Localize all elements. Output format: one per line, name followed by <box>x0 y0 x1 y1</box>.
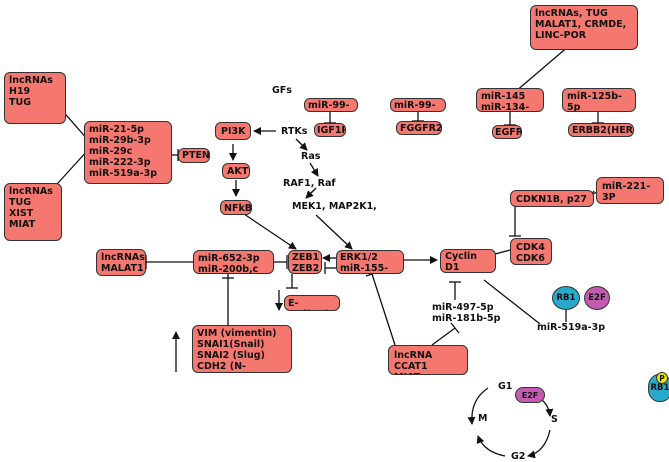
raf-label: RAF1, Raf <box>283 178 336 189</box>
lnc-ccat1-box: lncRNA CCAT1 MIAT <box>388 345 468 375</box>
mir497-181-label: miR-497-5p miR-181b-5p <box>432 302 501 324</box>
arrow-mek-erk <box>315 214 353 250</box>
arrow-ras-raf <box>309 162 319 177</box>
e2f-circle: E2F <box>584 286 610 310</box>
arc-s-g2 <box>527 429 551 459</box>
arrow-rtks-ras <box>295 138 308 151</box>
mir99-right-box: miR-99-5p <box>390 98 446 112</box>
rb1-circle: RB1 <box>552 286 580 310</box>
mir21-group-box: miR-21-5p miR-29b-3p miR-29c miR-222-3p … <box>84 121 172 184</box>
lnc-tug-malat1-box: lncRNAs, TUG MALAT1, CRMDE, LINC-POR <box>530 5 638 50</box>
pten-box: PTEN <box>178 148 210 163</box>
mir221-222-box: miR-221-3P miR-222-3p <box>596 177 664 204</box>
erbb2-box: ERBB2(HER2) <box>568 123 634 137</box>
cdkn1b-box: CDKN1B, p27 <box>510 190 594 207</box>
mir125-193-box: miR-125b-5p miR-193-5p <box>562 88 636 112</box>
cyclin-box: Cyclin D1 CCND1 <box>440 249 496 273</box>
fggfr2-box: FGGFR2 <box>396 121 442 135</box>
line-ccat1-mir155 <box>371 273 396 346</box>
lnc-tug-xist-miat-box: lncRNAs TUG XIST MIAT <box>4 183 62 241</box>
line-cyclin-mir519 <box>483 279 541 325</box>
nfkb-box: NFkB <box>220 200 252 215</box>
line-lnc-to-mir145 <box>514 44 571 93</box>
lnc-h19-tug-box: lncRNAs H19 TUG <box>4 72 66 124</box>
zeb-box: ZEB1 ZEB2 <box>288 250 322 274</box>
emt-markers-box: VIM (vimentin) SNAI1(Snail) SNAI2 (Slug)… <box>192 325 292 373</box>
pi3k-box: PI3K <box>215 122 251 140</box>
mir145-134-box: miR-145 miR-134-5p <box>476 88 544 112</box>
phase-s-label: S <box>551 414 558 425</box>
arc-g1-m <box>467 387 489 425</box>
mir519a-label: miR-519a-3p <box>537 322 606 333</box>
gfs-label: GFs <box>272 85 292 96</box>
akt-box: AKT <box>222 163 250 179</box>
phase-m-label: M <box>478 413 488 424</box>
arrow-raf-mek <box>305 187 317 199</box>
mek-label: MEK1, MAP2K1, <box>292 201 377 212</box>
erk-mir155-box: ERK1/2 miR-155-5p <box>336 250 404 274</box>
cdk46-box: CDK4 CDK6 <box>510 238 552 265</box>
tbar-mir497 <box>450 322 460 334</box>
line-ccat1-mir497 <box>431 327 456 346</box>
cycle-e2f-circle: E2F <box>515 387 545 403</box>
ras-label: Ras <box>301 151 321 162</box>
phase-g2-label: G2 <box>511 451 526 462</box>
phospho-p-circle: P <box>656 372 668 384</box>
mir652-200-box: miR-652-3p miR-200b,c <box>193 250 274 274</box>
mir99-left-box: miR-99-5p <box>304 98 358 112</box>
ecadherin-box: E-cadherin <box>284 295 340 311</box>
arrow-nfkb-zeb <box>243 213 297 250</box>
phase-g1-label: G1 <box>498 381 513 392</box>
arc-g2-m <box>476 435 506 457</box>
rtks-label: RTKs <box>281 126 308 137</box>
egfr-box: EGFR <box>492 125 522 139</box>
igf1r-box: IGF1R <box>314 123 346 137</box>
lnc-malat1-box: lncRNAs MALAT1 <box>96 249 146 276</box>
